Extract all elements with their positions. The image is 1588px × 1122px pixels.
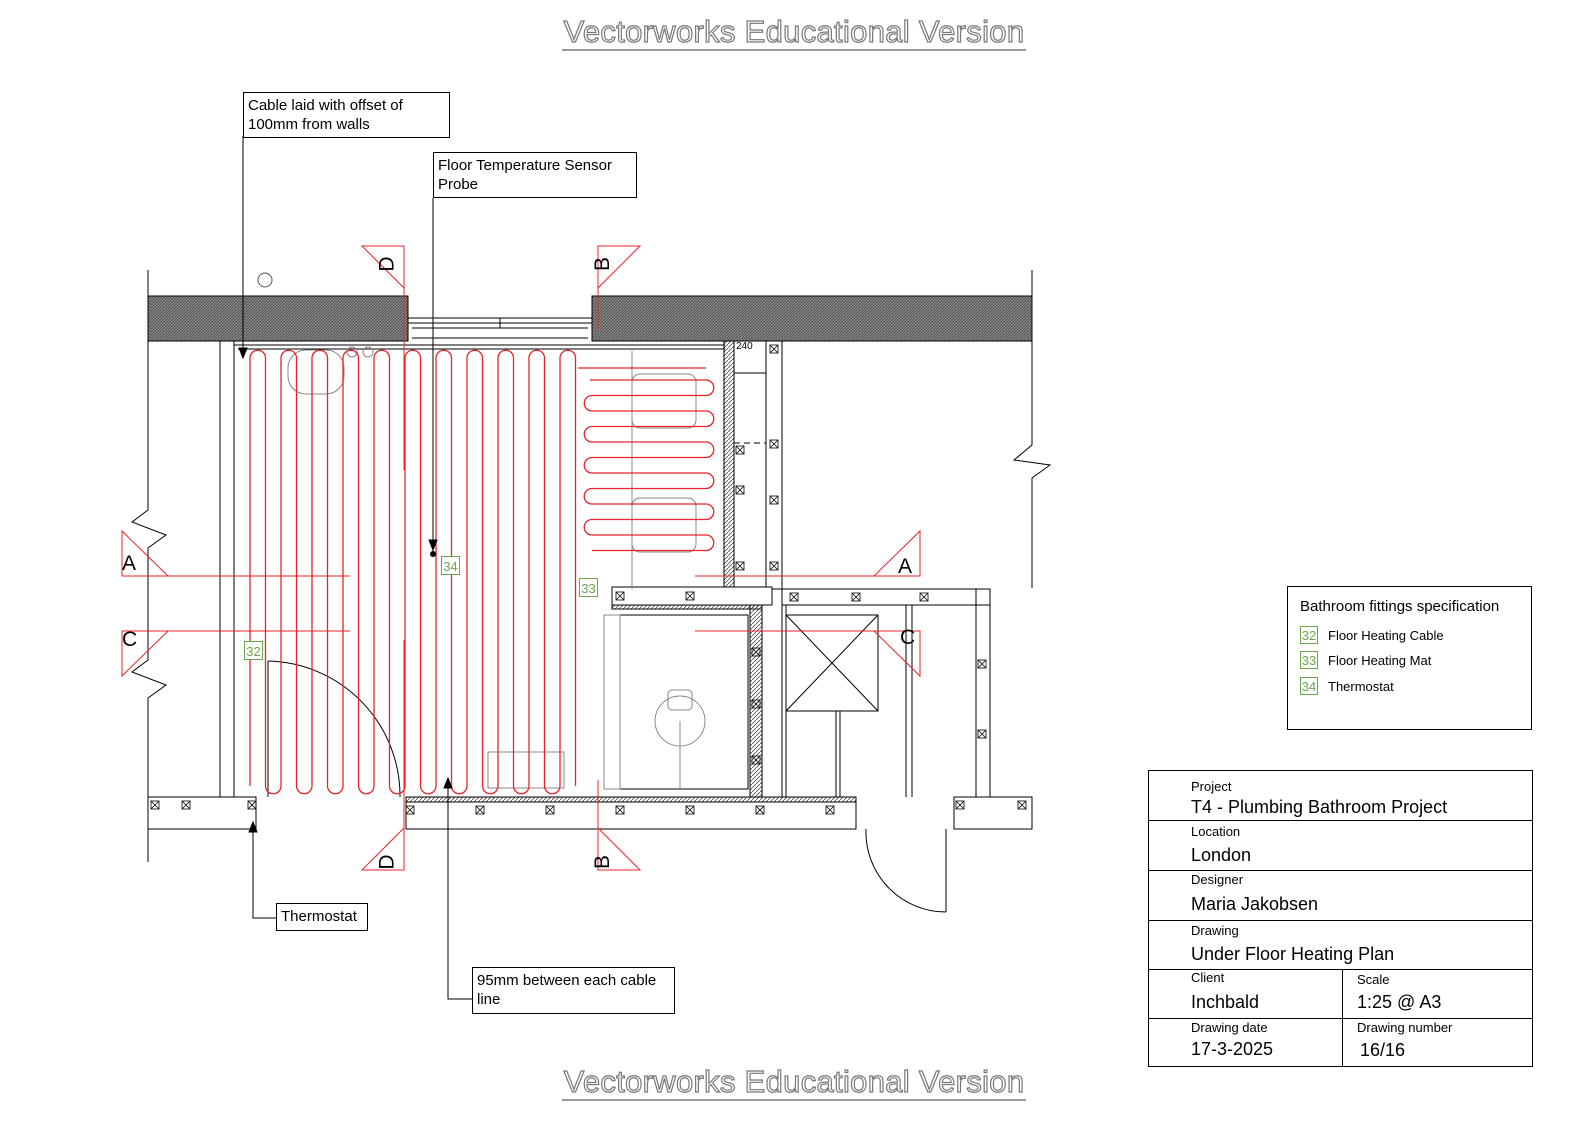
note-cable-offset: Cable laid with offset of 100mm from wal…	[243, 92, 450, 138]
section-b-bottom: B	[591, 854, 615, 870]
watermark-top-text: Vectorworks Educational Version	[561, 13, 1027, 51]
break-lines	[130, 270, 1052, 862]
watermark-top: Vectorworks Educational Version	[0, 13, 1588, 51]
specification-title: Bathroom fittings specification	[1300, 598, 1500, 615]
section-c-right: C	[900, 626, 916, 649]
tb-date-value: 17-3-2025	[1191, 1039, 1274, 1059]
external-wall-right	[591, 295, 1033, 342]
cable-run	[583, 379, 715, 552]
tb-number-value: 16/16	[1360, 1040, 1406, 1060]
section-d-bottom: D	[375, 854, 399, 870]
note-cable-spacing: 95mm between each cable line	[472, 967, 675, 1014]
tb-client-label: Client	[1191, 970, 1225, 985]
external-wall-left	[147, 295, 409, 342]
spec-item-code: 32	[1300, 626, 1318, 644]
dimension-label: 240	[736, 341, 753, 352]
tb-project: Project T4 - Plumbing Bathroom Project	[1149, 771, 1532, 821]
section-c-left: C	[122, 628, 138, 651]
section-lines	[121, 245, 921, 871]
tb-number-label: Drawing number	[1357, 1020, 1453, 1035]
tb-date-label: Drawing date	[1191, 1020, 1268, 1035]
section-a-left: A	[122, 552, 137, 575]
spec-item-label: Floor Heating Mat	[1328, 652, 1432, 668]
outlet-symbol	[257, 272, 273, 288]
title-block: Project T4 - Plumbing Bathroom Project L…	[1148, 770, 1533, 1067]
section-a-right: A	[898, 555, 913, 578]
tb-scale-value: 1:25 @ A3	[1357, 992, 1442, 1012]
room-walls	[147, 340, 1033, 913]
tb-designer-label: Designer	[1191, 872, 1244, 887]
fixtures	[287, 346, 706, 790]
tb-scale-label: Scale	[1357, 972, 1390, 987]
tb-drawing-value: Under Floor Heating Plan	[1191, 944, 1395, 964]
specification-legend: Bathroom fittings specification 32 Floor…	[1287, 586, 1532, 730]
spec-item-label: Thermostat	[1328, 678, 1394, 694]
tb-designer: Designer Maria Jakobsen	[1149, 871, 1532, 921]
watermark-bottom-text: Vectorworks Educational Version	[561, 1063, 1027, 1101]
tb-divider	[1342, 970, 1343, 1067]
tb-client-scale: Client Inchbald Scale 1:25 @ A3	[1149, 970, 1532, 1019]
tag-mat: 33	[579, 578, 598, 597]
tb-date-number: Drawing date 17-3-2025 Drawing number 16…	[1149, 1019, 1532, 1067]
section-b-top: B	[591, 256, 615, 272]
spec-item: 33 Floor Heating Mat	[1300, 651, 1431, 669]
heating-cable	[249, 349, 715, 795]
tb-client-value: Inchbald	[1191, 992, 1260, 1012]
tb-designer-value: Maria Jakobsen	[1191, 894, 1319, 914]
cable-run	[249, 349, 577, 795]
tb-location: Location London	[1149, 821, 1532, 871]
spec-item: 32 Floor Heating Cable	[1300, 626, 1444, 644]
tag-thermostat: 34	[441, 556, 460, 575]
spec-item-label: Floor Heating Cable	[1328, 627, 1444, 643]
tb-location-label: Location	[1191, 824, 1241, 839]
tb-project-label: Project	[1191, 779, 1232, 794]
tag-cable: 32	[244, 641, 263, 660]
tb-project-value: T4 - Plumbing Bathroom Project	[1191, 797, 1448, 817]
spec-item-code: 34	[1300, 677, 1318, 695]
spec-item: 34 Thermostat	[1300, 677, 1394, 695]
watermark-bottom: Vectorworks Educational Version	[0, 1063, 1588, 1101]
tb-drawing-label: Drawing	[1191, 923, 1239, 938]
tb-location-value: London	[1191, 845, 1252, 865]
leader-lines	[238, 136, 472, 1000]
section-d-top: D	[375, 256, 399, 272]
spec-item-code: 33	[1300, 651, 1318, 669]
note-thermostat: Thermostat	[276, 903, 368, 931]
tb-drawing: Drawing Under Floor Heating Plan	[1149, 921, 1532, 970]
window	[407, 296, 593, 341]
note-sensor-probe: Floor Temperature Sensor Probe	[433, 152, 637, 198]
